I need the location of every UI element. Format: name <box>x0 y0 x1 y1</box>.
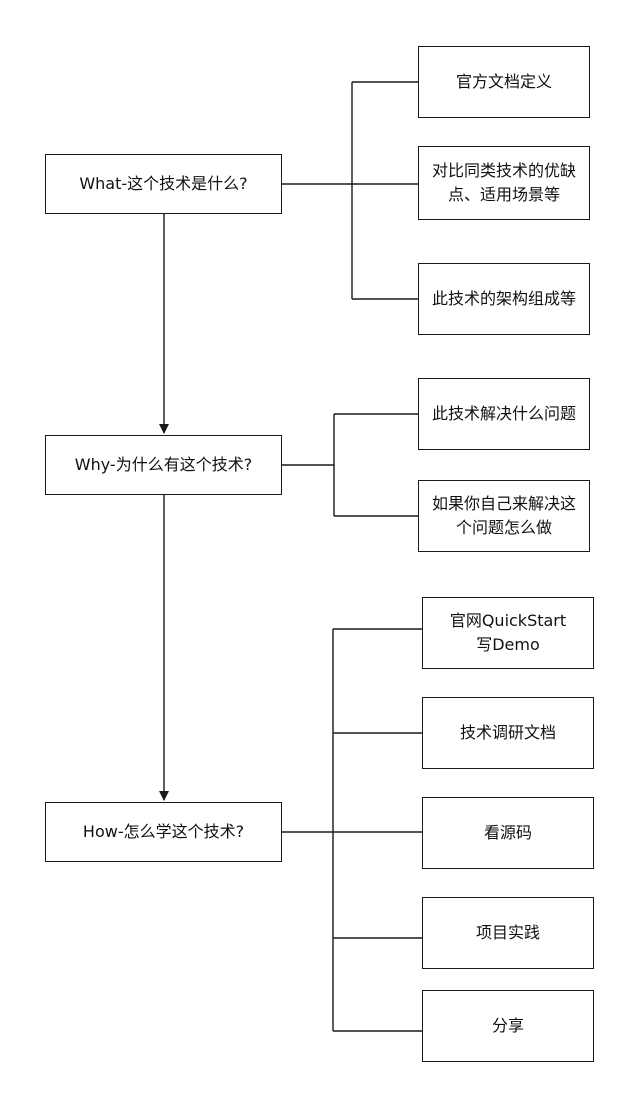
how-child-label: 官网QuickStart 写Demo <box>449 611 567 654</box>
why-child-label: 此技术解决什么问题 <box>431 404 576 423</box>
what-node-label: What-这个技术是什么? <box>79 174 248 193</box>
what-child-node: 官方文档定义 <box>418 46 590 118</box>
what-node: What-这个技术是什么? <box>45 154 282 214</box>
how-child-label: 看源码 <box>483 823 532 842</box>
why-node-label: Why-为什么有这个技术? <box>74 455 253 474</box>
why-child-node: 此技术解决什么问题 <box>418 378 590 450</box>
how-child-label: 技术调研文档 <box>459 723 556 742</box>
what-child-node: 对比同类技术的优缺 点、适用场景等 <box>418 146 590 220</box>
how-child-node: 分享 <box>422 990 594 1062</box>
what-child-label: 此技术的架构组成等 <box>431 289 576 308</box>
how-child-label: 分享 <box>491 1016 524 1035</box>
how-child-label: 项目实践 <box>475 923 540 942</box>
what-child-label: 官方文档定义 <box>455 72 552 91</box>
how-child-node: 官网QuickStart 写Demo <box>422 597 594 669</box>
how-child-node: 技术调研文档 <box>422 697 594 769</box>
how-node: How-怎么学这个技术? <box>45 802 282 862</box>
how-child-node: 看源码 <box>422 797 594 869</box>
how-node-label: How-怎么学这个技术? <box>82 822 245 841</box>
how-child-node: 项目实践 <box>422 897 594 969</box>
why-child-label: 如果你自己来解决这 个问题怎么做 <box>431 494 576 537</box>
what-child-label: 对比同类技术的优缺 点、适用场景等 <box>431 161 576 204</box>
why-node: Why-为什么有这个技术? <box>45 435 282 495</box>
what-child-node: 此技术的架构组成等 <box>418 263 590 335</box>
why-child-node: 如果你自己来解决这 个问题怎么做 <box>418 480 590 552</box>
